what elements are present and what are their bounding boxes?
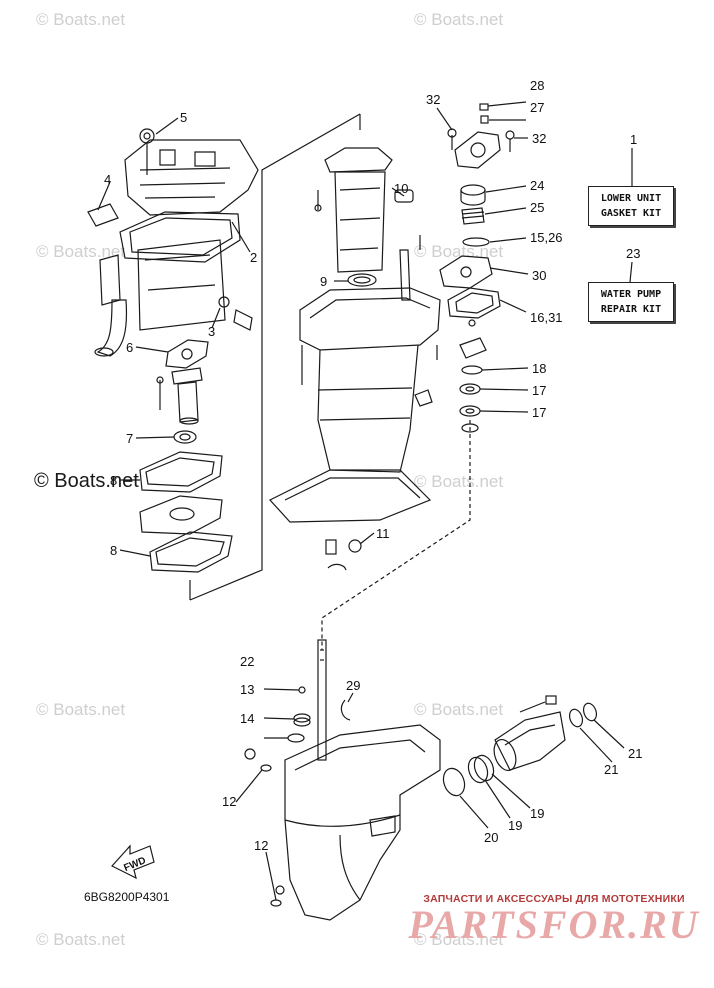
watermark: © Boats.net — [36, 930, 126, 949]
callout-4: 4 — [104, 172, 111, 187]
brand-logo: PARTSFOR.RU — [408, 902, 700, 947]
watermark: © Boats.net — [414, 700, 504, 719]
callout-5: 5 — [180, 110, 187, 125]
callout-17a: 17 — [532, 383, 546, 398]
callout-11: 11 — [376, 526, 390, 541]
fwd-label: FWD — [122, 855, 147, 874]
kit-line: WATER PUMP — [600, 289, 662, 300]
brand-subtitle: ЗАПЧАСТИ И АКСЕССУАРЫ ДЛЯ МОТОТЕХНИКИ — [423, 893, 685, 905]
callout-21a: 21 — [604, 762, 618, 777]
callout-32a: 32 — [426, 92, 440, 107]
watermark: © Boats.net — [414, 242, 504, 261]
diagram-code: 6BG8200P4301 — [84, 890, 170, 904]
callout-25: 25 — [530, 200, 544, 215]
callout-28: 28 — [530, 78, 544, 93]
callout-15-26: 15,26 — [530, 230, 563, 245]
callout-23: 23 — [626, 246, 640, 261]
callout-3: 3 — [208, 324, 215, 339]
exhaust-plate — [156, 339, 209, 425]
leader-lines — [97, 101, 633, 901]
watermark-main: © Boats.net — [34, 470, 139, 492]
driveshaft-housing — [269, 147, 441, 571]
callout-16-31: 16,31 — [530, 310, 563, 325]
water-pump — [439, 103, 515, 433]
brand-block: ЗАПЧАСТИ И АКСЕССУАРЫ ДЛЯ МОТОТЕХНИКИ PA… — [404, 893, 704, 948]
callout-1: 1 — [630, 132, 637, 147]
callout-20: 20 — [484, 830, 498, 845]
gaskets-8 — [139, 451, 233, 573]
frame-line — [189, 113, 361, 601]
callout-12a: 12 — [222, 794, 236, 809]
lower-unit — [244, 639, 598, 921]
kit-line: LOWER UNIT — [600, 193, 662, 204]
part-10 — [394, 189, 414, 203]
callout-27: 27 — [530, 100, 544, 115]
upper-casing — [87, 128, 259, 357]
watermark: © Boats.net — [36, 10, 126, 29]
callout-7: 7 — [126, 431, 133, 446]
callout-19a: 19 — [508, 818, 522, 833]
kit-line: REPAIR KIT — [600, 304, 662, 315]
watermark: © Boats.net — [414, 10, 504, 29]
frame-line — [321, 420, 471, 650]
callout-18: 18 — [532, 361, 546, 376]
callout-13: 13 — [240, 682, 254, 697]
callout-22: 22 — [240, 654, 254, 669]
callout-6: 6 — [126, 340, 133, 355]
kit-line: GASKET KIT — [600, 208, 662, 219]
callout-9: 9 — [320, 274, 327, 289]
callout-10: 10 — [394, 181, 408, 196]
callout-2: 2 — [250, 250, 257, 265]
oil-seal — [173, 430, 197, 444]
callout-12b: 12 — [254, 838, 268, 853]
callout-32b: 32 — [532, 131, 546, 146]
callout-30: 30 — [532, 268, 546, 283]
lower-unit-gasket-kit-box: LOWER UNIT GASKET KIT — [588, 186, 674, 226]
callout-24: 24 — [530, 178, 544, 193]
callout-29: 29 — [346, 678, 360, 693]
water-pump-repair-kit-box: WATER PUMP REPAIR KIT — [588, 282, 674, 322]
callout-17b: 17 — [532, 405, 546, 420]
callout-19b: 19 — [530, 806, 544, 821]
callout-8a: 8 — [110, 473, 117, 488]
callout-21b: 21 — [628, 746, 642, 761]
fwd-arrow — [111, 844, 155, 880]
callout-8b: 8 — [110, 543, 117, 558]
watermark: © Boats.net — [414, 930, 504, 949]
watermark: © Boats.net — [414, 472, 504, 491]
watermark: © Boats.net — [36, 700, 126, 719]
callout-14: 14 — [240, 711, 254, 726]
watermark: © Boats.net — [36, 242, 126, 261]
